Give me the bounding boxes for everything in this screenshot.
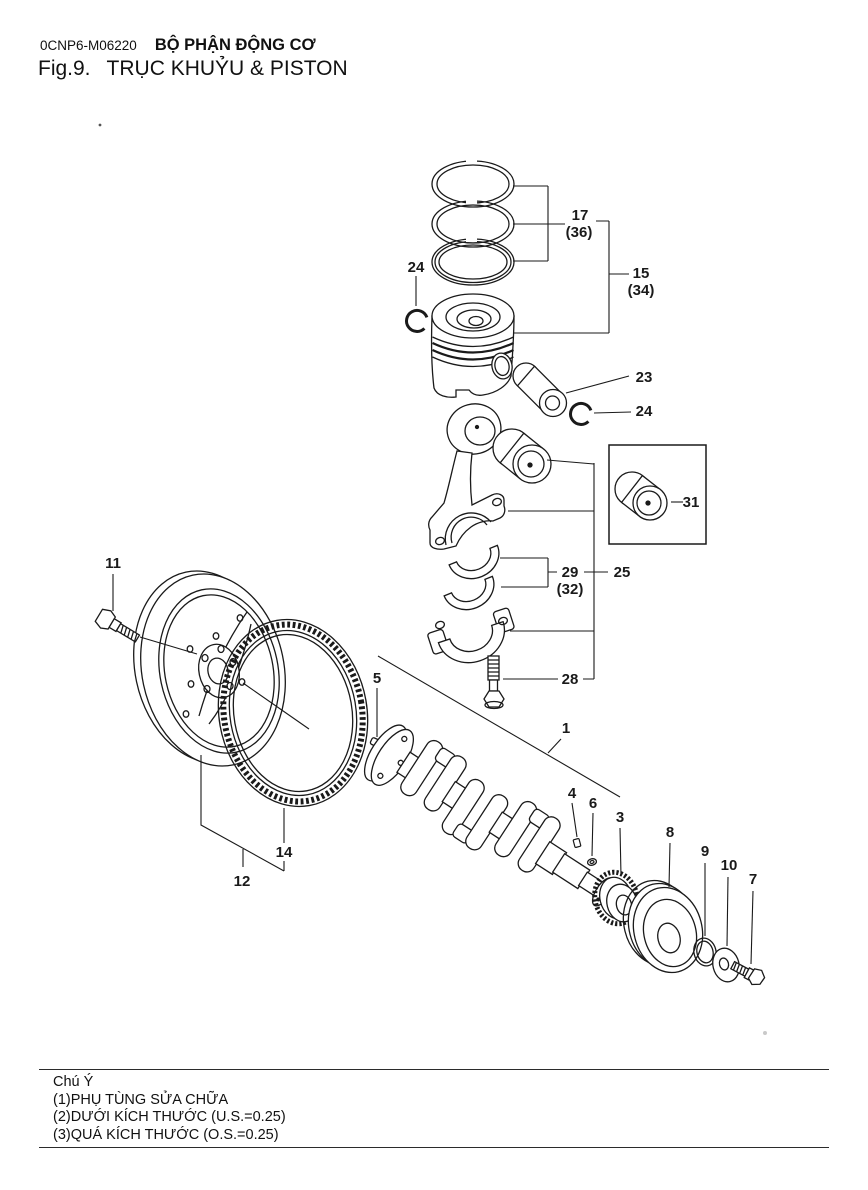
circlip-icon bbox=[569, 401, 593, 426]
footer-rule-top bbox=[39, 1069, 829, 1070]
nut-icon bbox=[586, 858, 598, 866]
piston-rings bbox=[431, 158, 515, 286]
connecting-rod bbox=[428, 403, 506, 550]
callout-29-sub: (32) bbox=[557, 581, 584, 598]
o-ring bbox=[693, 937, 717, 967]
callout-8: 8 bbox=[666, 824, 674, 841]
callout-7: 7 bbox=[749, 871, 757, 888]
callout-4: 4 bbox=[568, 785, 577, 802]
print-dot bbox=[98, 123, 102, 127]
callout-6: 6 bbox=[589, 795, 597, 812]
bearing-shells bbox=[443, 544, 500, 611]
callout-labels: 17 (36) 15 (34) 24 23 24 31 29 (32) 25 2… bbox=[105, 207, 757, 890]
callout-24a: 24 bbox=[408, 259, 425, 276]
bushing-box bbox=[608, 444, 707, 545]
note-line: (1)PHỤ TÙNG SỬA CHỮA bbox=[53, 1091, 229, 1108]
piston bbox=[430, 293, 515, 398]
notes-heading: Chú Ý bbox=[53, 1074, 94, 1090]
section-title: BỘ PHẬN ĐỘNG CƠ bbox=[154, 36, 316, 54]
callout-29: 29 bbox=[562, 564, 579, 581]
bearing-cap-bolt bbox=[483, 655, 505, 710]
callout-lines bbox=[112, 185, 754, 965]
figure-number: Fig.9. bbox=[38, 57, 91, 80]
crankshaft bbox=[363, 724, 615, 907]
page-title: TRỤC KHUỶU & PISTON bbox=[106, 57, 348, 80]
figure-title-row: Fig.9. TRỤC KHUỶU & PISTON bbox=[38, 57, 348, 81]
callout-25: 25 bbox=[614, 564, 631, 581]
callout-1: 1 bbox=[562, 720, 570, 737]
callout-17-sub: (36) bbox=[566, 224, 593, 241]
note-line: (3)QUÁ KÍCH THƯỚC (O.S.=0.25) bbox=[53, 1126, 279, 1143]
footer-rule-bottom bbox=[39, 1147, 829, 1148]
print-dot bbox=[763, 1031, 767, 1035]
rod-bushing bbox=[492, 428, 552, 484]
callout-3: 3 bbox=[616, 809, 624, 826]
callout-23: 23 bbox=[636, 369, 653, 386]
header: 0CNP6-M06220 BỘ PHẬN ĐỘNG CƠ bbox=[40, 36, 316, 55]
footer-notes: Chú Ý (1)PHỤ TÙNG SỬA CHỮA (2)DƯỚI KÍCH … bbox=[53, 1074, 286, 1144]
callout-5: 5 bbox=[373, 670, 381, 687]
circlip-icon bbox=[405, 308, 429, 333]
flywheel-bolt bbox=[94, 608, 141, 643]
crank-pulley bbox=[622, 879, 704, 974]
callout-31: 31 bbox=[683, 494, 700, 511]
washer bbox=[712, 947, 740, 983]
ring-gear bbox=[217, 618, 369, 808]
pulley-bolt bbox=[729, 960, 766, 986]
piston-pin bbox=[512, 362, 568, 418]
callout-28: 28 bbox=[562, 671, 579, 688]
callout-17: 17 bbox=[572, 207, 589, 224]
doc-code: 0CNP6-M06220 bbox=[40, 38, 137, 53]
callout-15-sub: (34) bbox=[628, 282, 655, 299]
callout-11: 11 bbox=[105, 555, 121, 572]
callout-15: 15 bbox=[633, 265, 650, 282]
callout-14: 14 bbox=[276, 844, 293, 861]
callout-10: 10 bbox=[721, 857, 738, 874]
bearing-cap bbox=[427, 607, 515, 664]
note-line: (2)DƯỚI KÍCH THƯỚC (U.S.=0.25) bbox=[53, 1109, 286, 1125]
flywheel bbox=[133, 570, 310, 767]
callout-12: 12 bbox=[234, 873, 251, 890]
key-icon bbox=[572, 837, 582, 849]
callout-24b: 24 bbox=[636, 403, 653, 420]
callout-9: 9 bbox=[701, 843, 709, 860]
